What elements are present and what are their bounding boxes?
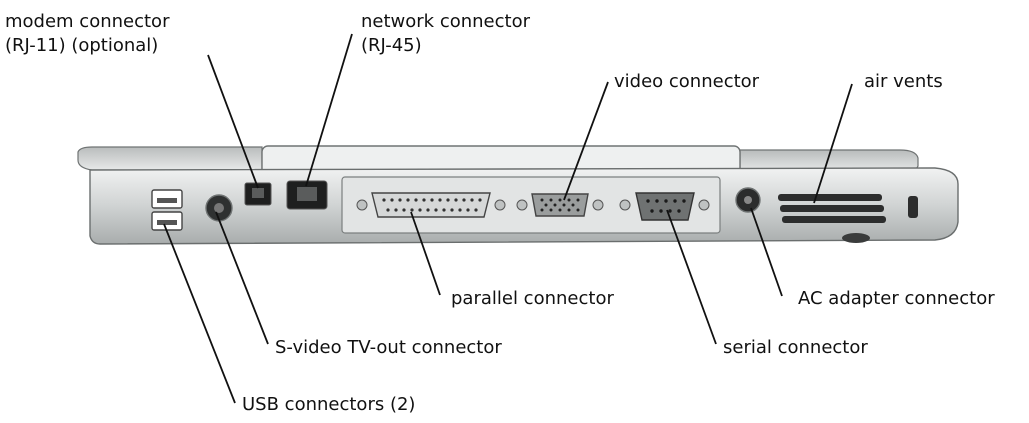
svideo-port (205, 194, 233, 222)
security-slot (908, 196, 918, 218)
label-svideo-connector: S-video TV-out connector (275, 336, 502, 360)
connector-panel (341, 176, 721, 234)
leader-usb (163, 223, 236, 404)
leader-air-vents (813, 83, 853, 204)
label-parallel-text: parallel connector (451, 288, 614, 309)
usb-port-2-tongue (157, 220, 177, 225)
label-modem-connector: modem connector (RJ-11) (optional) (5, 10, 169, 58)
network-port (286, 180, 328, 210)
label-air-vents: air vents (864, 70, 943, 94)
label-serial-text: serial connector (723, 337, 868, 358)
label-usb-connectors: USB connectors (2) (242, 393, 415, 417)
label-parallel-connector: parallel connector (451, 287, 614, 311)
label-ac-adapter-connector: AC adapter connector (798, 287, 995, 311)
label-ac-adapter-text: AC adapter connector (798, 288, 995, 309)
label-air-vents-text: air vents (864, 71, 943, 92)
label-svideo-text: S-video TV-out connector (275, 337, 502, 358)
video-port (516, 193, 604, 217)
leader-video (563, 81, 609, 201)
label-modem-line2: (RJ-11) (optional) (5, 35, 159, 56)
label-video-text: video connector (614, 71, 760, 92)
label-video-connector: video connector (614, 70, 759, 94)
foot-right (842, 233, 870, 243)
label-modem-line1: modem connector (5, 11, 170, 32)
label-serial-connector: serial connector (723, 336, 868, 360)
leader-parallel (410, 211, 441, 296)
usb-port-1-tongue (157, 198, 177, 203)
label-network-connector: network connector (RJ-45) (361, 10, 530, 58)
leader-ac-adapter (750, 207, 783, 297)
parallel-port (356, 192, 506, 218)
ac-adapter-port (735, 187, 761, 213)
label-usb-text: USB connectors (2) (242, 394, 416, 415)
label-network-line1: network connector (361, 11, 530, 32)
leader-modem (207, 54, 259, 189)
leader-serial (666, 209, 717, 345)
air-vents (778, 194, 918, 223)
modem-port (244, 182, 272, 206)
label-network-line2: (RJ-45) (361, 35, 422, 56)
leader-svideo (215, 211, 269, 345)
serial-port (619, 192, 710, 221)
leader-network (305, 33, 353, 187)
lid-left-hinge (77, 146, 263, 171)
